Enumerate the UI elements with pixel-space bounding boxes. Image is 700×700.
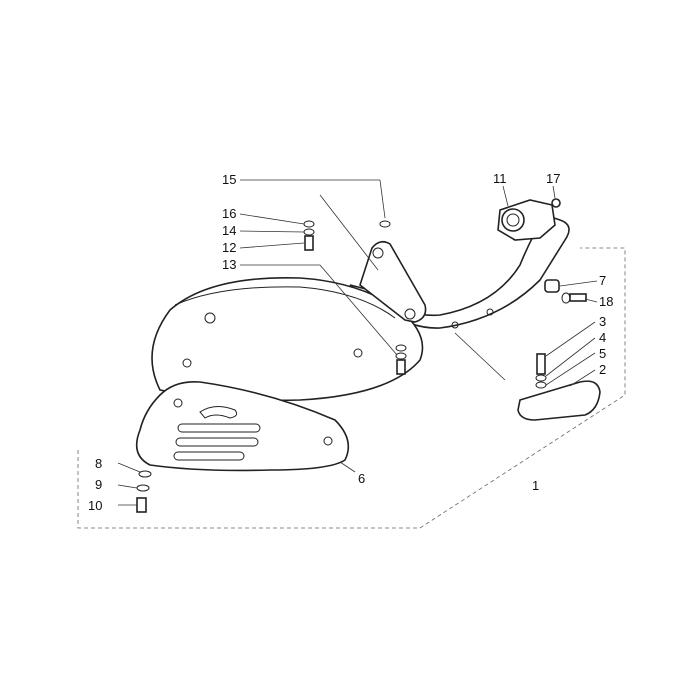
stud: [486, 308, 494, 316]
stud: [204, 312, 216, 324]
spacer-7: [544, 279, 560, 293]
assembly-outline: [77, 247, 626, 529]
callout-5: 5: [599, 346, 606, 361]
leader-7: [559, 280, 598, 287]
cover-slot: [173, 451, 245, 461]
leader-8: [117, 462, 141, 473]
cover-hole: [323, 436, 333, 446]
callout-14: 14: [222, 223, 236, 238]
washer-14: [303, 228, 315, 236]
leader-6: [339, 461, 356, 473]
leader-11: [502, 185, 509, 207]
cover-slot: [199, 406, 238, 419]
leader-16: [239, 213, 305, 225]
callout-11: 11: [493, 171, 507, 186]
leader-14: [239, 230, 305, 233]
callout-13: 13: [222, 257, 236, 272]
cover-slot: [177, 423, 261, 433]
cover-hole: [173, 398, 183, 408]
leader-18: [584, 298, 598, 303]
leader-dash: [454, 332, 506, 381]
stud: [451, 321, 459, 329]
washer-15: [379, 220, 391, 228]
washer-8: [138, 470, 152, 478]
washer-18: [561, 292, 571, 304]
leader-4: [545, 337, 596, 377]
callout-1: 1: [532, 478, 539, 493]
heat-guard-cover: [135, 380, 350, 472]
bracket-hole-top: [372, 247, 384, 259]
leader-5: [545, 352, 596, 386]
washer-5: [535, 381, 547, 389]
washer-16: [303, 220, 315, 228]
leader-15: [319, 194, 379, 271]
callout-2: 2: [599, 362, 606, 377]
callout-6: 6: [358, 471, 365, 486]
leader-3: [545, 321, 596, 357]
washer-13a: [395, 344, 407, 352]
callout-12: 12: [222, 240, 236, 255]
washer-9: [136, 484, 150, 492]
callout-10: 10: [88, 498, 102, 513]
bolt-13: [396, 359, 406, 375]
muffler-seam: [174, 286, 396, 319]
callout-18: 18: [599, 294, 613, 309]
washer-13b: [395, 352, 407, 360]
callout-16: 16: [222, 206, 236, 221]
flange-port-inner: [506, 213, 520, 227]
hanger-bracket: [359, 240, 427, 323]
cover-slot: [175, 437, 259, 447]
leader-12: [239, 242, 305, 249]
bolt-12: [304, 235, 314, 251]
bracket-hole-bottom: [404, 308, 416, 320]
callout-9: 9: [95, 477, 102, 492]
leader-13: [319, 264, 398, 356]
callout-15: 15: [222, 172, 236, 187]
stud: [353, 348, 363, 358]
nut-17: [551, 198, 561, 208]
stud: [182, 358, 192, 368]
screw-10: [136, 497, 147, 513]
leader-2: [569, 369, 596, 387]
callout-8: 8: [95, 456, 102, 471]
small-heat-shield: [517, 380, 601, 421]
bolt-3: [536, 353, 546, 375]
exhaust-pipe: [349, 214, 570, 329]
callout-7: 7: [599, 273, 606, 288]
washer-4: [535, 374, 547, 382]
leader-9: [117, 484, 138, 489]
bolt-18: [569, 293, 587, 302]
leader-15: [379, 179, 386, 219]
flange-port: [501, 208, 525, 232]
callout-4: 4: [599, 330, 606, 345]
callout-3: 3: [599, 314, 606, 329]
callout-17: 17: [546, 171, 560, 186]
leader-17: [552, 185, 556, 199]
